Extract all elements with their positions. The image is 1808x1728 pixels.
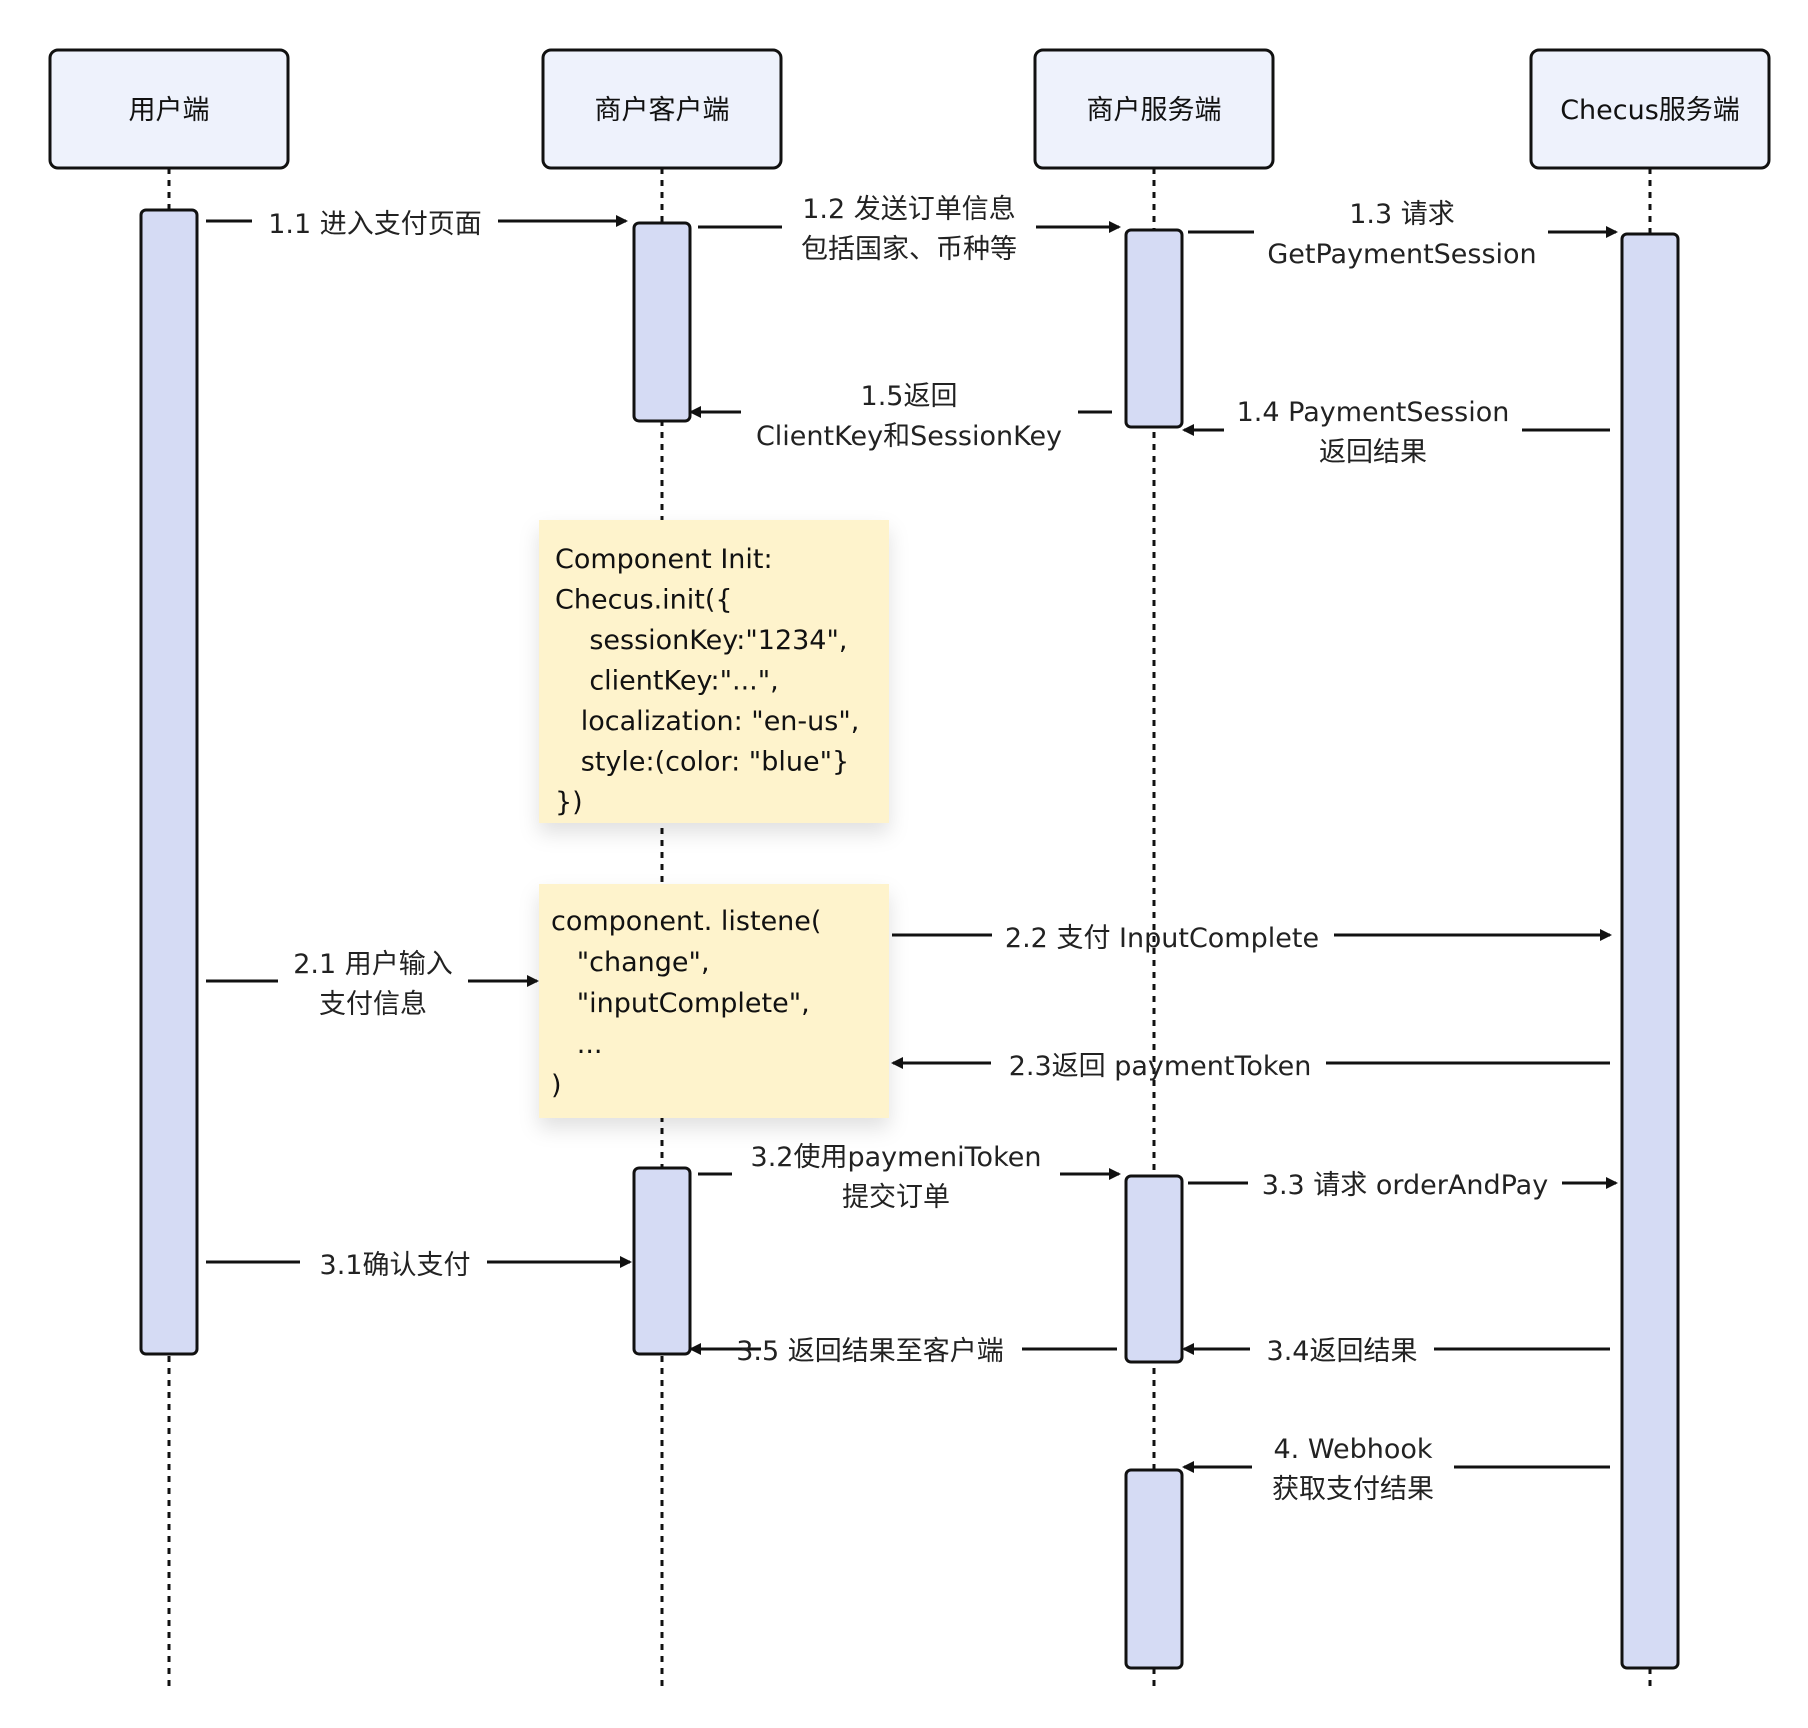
note-line: )	[551, 1070, 562, 1101]
message-arrow-10: 3.2使用paymeniToken 提交订单	[698, 1142, 1121, 1213]
participant-label: Checus服务端	[1560, 95, 1740, 126]
message-label: 2.3返回 paymentToken	[1009, 1051, 1312, 1082]
message-label: 3.5 返回结果至客户端	[736, 1336, 1004, 1367]
message-arrow-11: 3.3 请求 orderAndPay	[1188, 1170, 1618, 1201]
message-label: 2.2 支付 InputComplete	[1005, 923, 1319, 954]
message-arrow-12: 3.4返回结果	[1182, 1336, 1610, 1367]
note-line: ...	[551, 1029, 603, 1060]
message-arrow-8: 2.3返回 paymentToken	[891, 1051, 1610, 1082]
message-label: 包括国家、币种等	[801, 234, 1017, 265]
note-line: Checus.init({	[555, 585, 733, 616]
participant-2: 商户客户端	[541, 48, 783, 170]
note-line: sessionKey:"1234",	[555, 625, 848, 656]
message-label: 1.1 进入支付页面	[268, 209, 482, 240]
participant-label: 用户端	[129, 95, 210, 126]
message-arrow-13: 3.5 返回结果至客户端	[689, 1336, 1117, 1367]
message-label: 1.4 PaymentSession	[1237, 397, 1510, 428]
activation-bar	[632, 221, 692, 423]
activation-bar	[139, 208, 199, 1356]
note-line: clientKey:"...",	[555, 666, 779, 697]
note-line: "inputComplete",	[551, 988, 810, 1019]
message-label: 3.4返回结果	[1267, 1336, 1418, 1367]
message-arrow-9: 3.1确认支付	[206, 1250, 632, 1281]
note-line: localization: "en-us",	[555, 706, 859, 737]
message-arrow-4: 1.4 PaymentSession 返回结果	[1182, 397, 1610, 468]
activation-bar	[1620, 232, 1680, 1670]
participant-label: 商户客户端	[595, 95, 730, 126]
note-background	[539, 884, 889, 1118]
message-arrow-14: 4. Webhook 获取支付结果	[1182, 1434, 1610, 1505]
message-label: 4. Webhook	[1274, 1434, 1433, 1465]
note-line: style:(color: "blue"}	[555, 747, 849, 778]
message-label: 提交订单	[842, 1182, 950, 1213]
activation-bar	[1124, 1468, 1184, 1670]
participant-box	[1033, 48, 1275, 170]
message-label: GetPaymentSession	[1267, 239, 1536, 270]
activation-bar	[1124, 228, 1184, 429]
message-label: 获取支付结果	[1272, 1474, 1434, 1505]
participant-label: 商户服务端	[1087, 95, 1222, 126]
message-label: 1.3 请求	[1349, 199, 1455, 230]
message-label: 2.1 用户输入	[293, 949, 453, 980]
message-label: 1.2 发送订单信息	[802, 194, 1016, 225]
message-label: 3.3 请求 orderAndPay	[1262, 1170, 1548, 1201]
note-line: "change",	[551, 947, 710, 978]
message-arrow-1: 1.1 进入支付页面	[206, 209, 628, 240]
message-label: 3.2使用paymeniToken	[751, 1142, 1042, 1173]
note-line: Component Init:	[555, 544, 773, 575]
participant-1: 用户端	[48, 48, 290, 170]
note-line: component. listene(	[551, 906, 821, 937]
code-note-2: component. listene( "change", "inputComp…	[539, 884, 889, 1118]
participant-box	[541, 48, 783, 170]
message-arrow-7: 2.2 支付 InputComplete	[892, 923, 1612, 954]
message-label: ClientKey和SessionKey	[756, 421, 1062, 452]
participant-box	[48, 48, 290, 170]
participant-4: Checus服务端	[1529, 48, 1771, 170]
message-label: 支付信息	[319, 989, 427, 1020]
activation-bar	[1124, 1174, 1184, 1364]
code-note-1: Component Init: Checus.init({ sessionKey:…	[539, 520, 889, 823]
note-background	[539, 520, 889, 823]
message-arrow-5: 1.5返回 ClientKey和SessionKey	[689, 381, 1112, 452]
participant-3: 商户服务端	[1033, 48, 1275, 170]
activation-bar	[632, 1166, 692, 1356]
message-label: 3.1确认支付	[320, 1250, 471, 1281]
note-line: })	[555, 787, 583, 818]
message-arrow-3: 1.3 请求 GetPaymentSession	[1188, 199, 1618, 270]
message-label: 返回结果	[1319, 437, 1427, 468]
participant-box	[1529, 48, 1771, 170]
message-label: 1.5返回	[861, 381, 958, 412]
